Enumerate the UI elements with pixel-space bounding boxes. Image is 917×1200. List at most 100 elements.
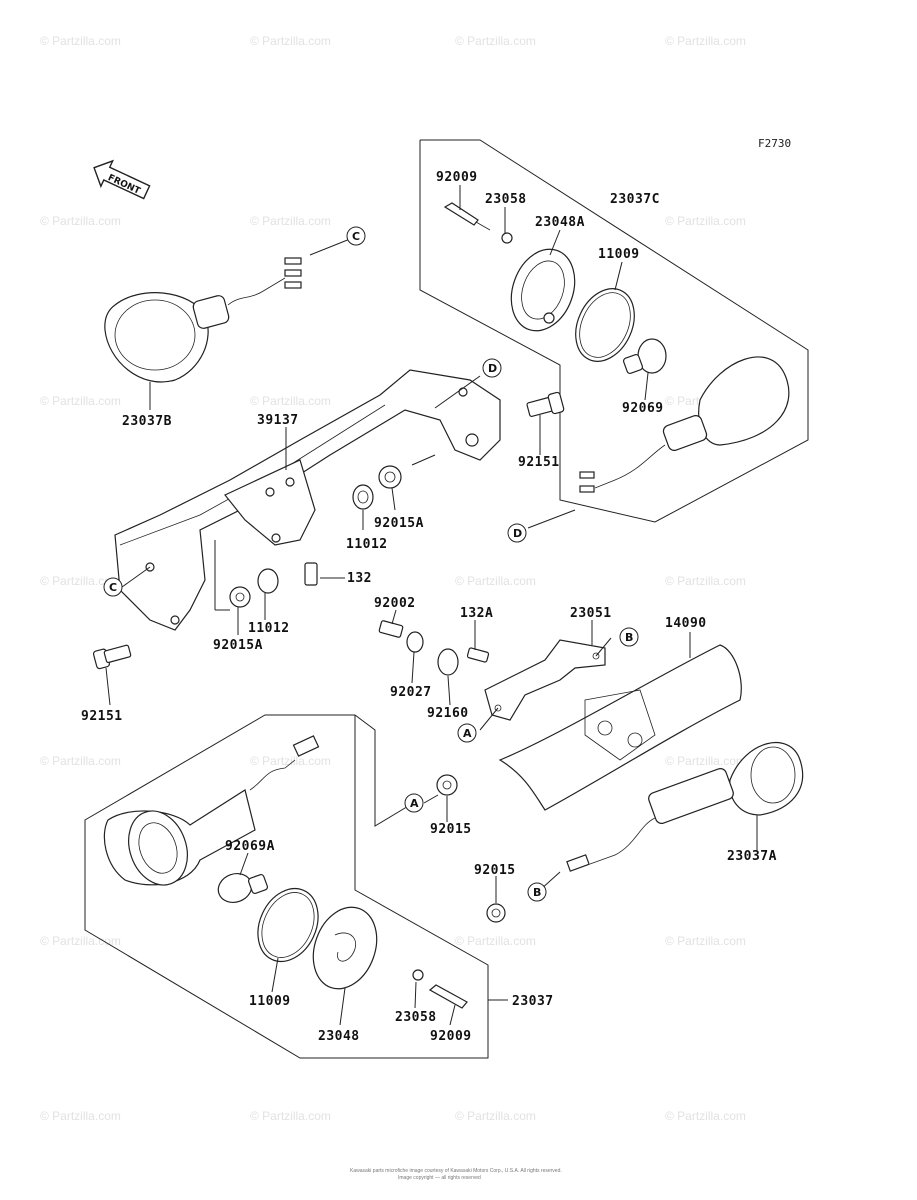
watermark: © Partzilla.com: [665, 214, 746, 228]
watermark: © Partzilla.com: [665, 1109, 746, 1123]
part-92015a-mid-nut: [378, 465, 402, 489]
svg-text:B: B: [533, 886, 541, 899]
label-39137: 39137: [257, 413, 299, 428]
svg-text:C: C: [352, 230, 360, 243]
part-23051-bracket: [484, 639, 606, 721]
part-14090-cover: [498, 644, 742, 811]
part-23058-low-nut: [412, 969, 424, 981]
label-92009-low: 92009: [430, 1029, 472, 1044]
watermark: © Partzilla.com: [250, 394, 331, 408]
part-132a-bolt: [466, 647, 490, 663]
watermark: © Partzilla.com: [665, 34, 746, 48]
label-92015a-mid: 92015A: [374, 516, 424, 531]
part-39137-bracket: [114, 369, 501, 631]
part-132-bolt: [304, 562, 318, 586]
figure-code: F2730: [758, 137, 791, 150]
label-23058-low: 23058: [395, 1010, 437, 1025]
part-92027-washer: [406, 631, 424, 653]
callout-a-left: A: [404, 793, 424, 813]
part-92160-damper: [437, 648, 459, 676]
watermark: © Partzilla.com: [40, 1109, 121, 1123]
part-92151-mid-bolt: [526, 391, 565, 418]
watermark: © Partzilla.com: [250, 214, 331, 228]
leader-lines: [105, 185, 649, 706]
label-92002: 92002: [374, 596, 416, 611]
svg-text:A: A: [463, 727, 472, 740]
part-23058-top: [501, 232, 513, 244]
label-92151-mid: 92151: [518, 455, 560, 470]
label-11012-left: 11012: [248, 621, 290, 636]
label-23037: 23037: [512, 994, 554, 1009]
callout-a-center: A: [457, 723, 477, 743]
watermark: © Partzilla.com: [455, 574, 536, 588]
watermark: © Partzilla.com: [250, 34, 331, 48]
watermark: © Partzilla.com: [250, 1109, 331, 1123]
part-11012-left-bushing: [257, 568, 279, 594]
part-92015-low-nut: [486, 903, 506, 923]
label-92027: 92027: [390, 685, 432, 700]
svg-text:D: D: [513, 527, 522, 540]
part-11009-low-ring: [257, 887, 319, 963]
label-23048a: 23048A: [535, 215, 585, 230]
callout-b-top: B: [619, 627, 639, 647]
watermark: © Partzilla.com: [40, 394, 121, 408]
svg-text:B: B: [625, 631, 633, 644]
part-92009-top: [443, 202, 491, 231]
footer-copyright: Kawasaki parts microfiche image courtesy…: [350, 1168, 562, 1174]
label-23037a: 23037A: [727, 849, 777, 864]
part-92069a-bulb: [217, 873, 269, 903]
part-11012-mid-bushing: [352, 484, 374, 510]
part-92009-low-screw: [428, 984, 468, 1009]
assembly-outline-23037: [84, 714, 489, 1059]
label-11012-mid: 11012: [346, 537, 388, 552]
svg-text:C: C: [109, 581, 117, 594]
label-92015a-left: 92015A: [213, 638, 263, 653]
label-23037c: 23037C: [610, 192, 660, 207]
watermark: © Partzilla.com: [665, 754, 746, 768]
label-11009-top: 11009: [598, 247, 640, 262]
watermark: © Partzilla.com: [665, 574, 746, 588]
callout-d-right: D: [507, 523, 527, 543]
label-92009-top: 92009: [436, 170, 478, 185]
label-92015-mid: 92015: [430, 822, 472, 837]
part-labels: 23037B 39137 92151 92015A 11012 132 1101…: [81, 170, 777, 1044]
leader-lines-bottom: [239, 852, 508, 1026]
label-23048: 23048: [318, 1029, 360, 1044]
watermark: © Partzilla.com: [455, 1109, 536, 1123]
part-92151-left-bolt: [92, 644, 132, 670]
front-arrow-icon: FRONT: [93, 159, 151, 200]
assembly-outline-23037c: [419, 139, 809, 523]
part-23037b-signal: [104, 257, 302, 383]
label-23051: 23051: [570, 606, 612, 621]
label-92069: 92069: [622, 401, 664, 416]
part-23037a-signal: [566, 742, 804, 872]
svg-text:D: D: [488, 362, 497, 375]
watermark-layer: © Partzilla.com © Partzilla.com © Partzi…: [40, 34, 746, 1123]
footer-copyright-2: Image copyright — all rights reserved: [398, 1175, 481, 1181]
part-92015-mid-nut: [436, 774, 458, 796]
label-92069a: 92069A: [225, 839, 275, 854]
callout-d-top: D: [482, 358, 502, 378]
part-23048a-lens: [510, 248, 576, 332]
label-23037b: 23037B: [122, 414, 172, 429]
label-132: 132: [347, 571, 372, 586]
callout-c-top: C: [346, 226, 366, 246]
watermark: © Partzilla.com: [455, 934, 536, 948]
label-92151-left: 92151: [81, 709, 123, 724]
label-92160: 92160: [427, 706, 469, 721]
watermark: © Partzilla.com: [40, 934, 121, 948]
label-92015-low: 92015: [474, 863, 516, 878]
watermark: © Partzilla.com: [40, 574, 121, 588]
callout-b-low: B: [527, 882, 547, 902]
watermark: © Partzilla.com: [40, 754, 121, 768]
watermark: © Partzilla.com: [250, 754, 331, 768]
label-14090: 14090: [665, 616, 707, 631]
watermark: © Partzilla.com: [665, 934, 746, 948]
part-92015a-left-nut: [229, 586, 251, 608]
part-23048-lens: [312, 906, 378, 990]
svg-text:A: A: [410, 797, 419, 810]
leader-lines-center: [391, 609, 758, 903]
part-23037c-signal: [579, 356, 790, 493]
part-92002-bolt: [378, 620, 404, 638]
